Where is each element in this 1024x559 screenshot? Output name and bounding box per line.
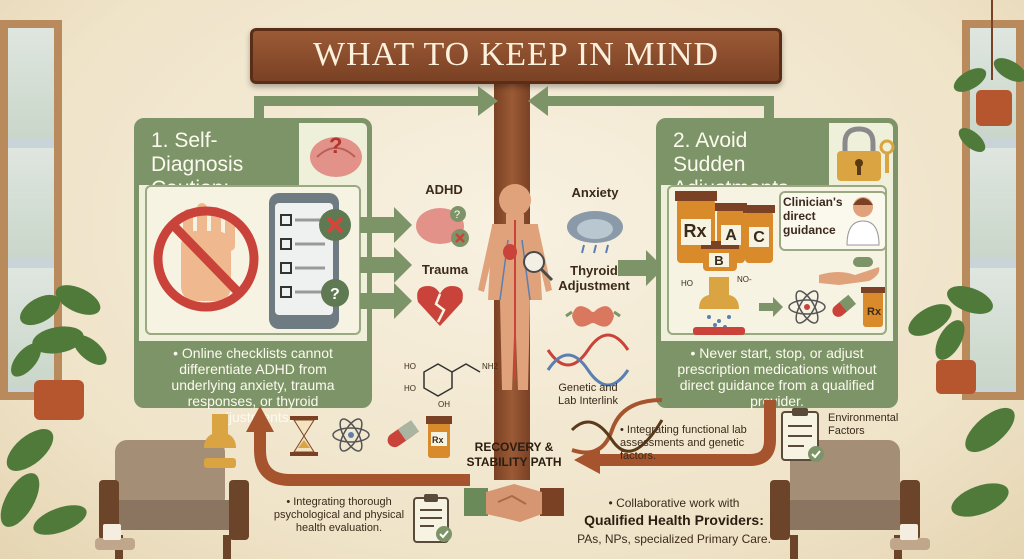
synapse-icon: [693, 277, 745, 335]
thyroid-icon: [565, 306, 621, 327]
panel-left-illustration: ?: [145, 185, 361, 335]
collab-line1: • Collaborative work with: [608, 496, 740, 510]
panel-right-illustration: Rx A C B Clinician's direct guidance HO …: [667, 185, 887, 335]
lock-key-icon: [837, 126, 895, 181]
page-title: WHAT TO KEEP IN MIND: [250, 28, 782, 84]
label-anxiety: Anxiety: [571, 185, 619, 200]
dna-center-icon: [546, 333, 630, 387]
arrow-left-top: [254, 96, 490, 106]
panel-left-footer: • Online checklists cannot differentiate…: [139, 341, 367, 425]
synapse-no-label: NO-: [737, 275, 752, 284]
panel-right-heading: 2. Avoid Sudden Adjustments: [661, 123, 829, 200]
label-trauma: Trauma: [421, 262, 469, 277]
armchair-left-icon: [95, 440, 249, 559]
arrow-to-right-panel-icon: [618, 250, 664, 286]
svg-text:Rx: Rx: [432, 435, 444, 445]
label-adhd: ADHD: [425, 182, 463, 197]
phone-checklist-icon: ?: [269, 193, 351, 329]
recovery-label: RECOVERY & STABILITY PATH: [466, 440, 562, 469]
hourglass-icon: [290, 416, 318, 456]
clipboard-left-icon: [413, 494, 452, 543]
pill-label-a: A: [725, 227, 737, 244]
arrows-to-center-icon: [360, 207, 412, 319]
no-hand-icon: [153, 203, 259, 312]
brain-adhd-icon: ?: [416, 206, 469, 247]
plant-left-icon: [0, 285, 107, 535]
pill-label-b: B: [714, 253, 724, 268]
label-thyroid: Thyroid Adjustment: [558, 263, 630, 293]
collab-line3: PAs, NPs, specialized Primary Care.: [577, 532, 771, 546]
clipboard-right-icon: [781, 408, 824, 462]
atom-pill-rx-icon: Rx: [759, 287, 885, 327]
capsule-icon: [387, 420, 420, 448]
molecule-ho-2: HO: [404, 384, 416, 393]
environmental-label: Environmental Factors: [828, 412, 899, 437]
dopamine-molecule-icon: [423, 363, 481, 397]
atom-small-icon: [332, 418, 370, 452]
plant-right-icon: [908, 0, 1024, 517]
synapse-ho-label: HO: [681, 279, 693, 288]
panel-self-diagnosis: 1. Self-Diagnosis Caution: ?: [134, 118, 372, 425]
svg-text:?: ?: [329, 133, 342, 158]
arrow-head-left-icon: [478, 86, 498, 116]
brain-cloud-icon: [567, 211, 623, 254]
clinician-label: Clinician's direct guidance: [783, 195, 843, 237]
broken-heart-icon: [417, 286, 463, 326]
molecule-nh2: NH2: [481, 362, 498, 371]
arrow-head-right-icon: [528, 86, 548, 116]
arrow-left-down: [254, 96, 264, 136]
label-genetic: Genetic and Lab Interlink: [558, 382, 618, 407]
svg-text:?: ?: [454, 209, 460, 221]
panel-right-footer: • Never start, stop, or adjust prescript…: [661, 341, 893, 409]
integrating-right-text: • Integrating functional lab assessments…: [620, 424, 747, 462]
body-anatomy-icon: [478, 184, 554, 390]
brain-question-icon: ?: [310, 133, 362, 177]
collab-line2: Qualified Health Providers:: [584, 512, 764, 528]
pill-bottles-icon: [675, 191, 775, 271]
pill-label-c: C: [753, 229, 765, 246]
dna-right-icon: [570, 398, 664, 455]
panel-avoid-adjustments: 2. Avoid Sudden Adjustments Rx A C B C: [656, 118, 898, 409]
integrating-left-text: • Integrating thorough psychological and…: [273, 496, 405, 534]
clinician-avatar-icon: [846, 197, 880, 246]
molecule-oh: OH: [438, 400, 450, 409]
panel-left-heading: 1. Self-Diagnosis Caution:: [139, 123, 299, 200]
synapse-small-icon: [204, 414, 236, 468]
pill-label-rx: Rx: [683, 221, 707, 241]
molecule-ho-1: HO: [404, 362, 416, 371]
arrow-right-down: [764, 96, 774, 136]
svg-text:?: ?: [330, 286, 340, 303]
rx-bottle-small-icon: Rx: [426, 416, 452, 458]
svg-text:Rx: Rx: [867, 306, 882, 318]
arrow-right-top: [536, 96, 774, 106]
giving-hand-icon: [819, 257, 880, 285]
handshake-icon: [464, 484, 564, 522]
